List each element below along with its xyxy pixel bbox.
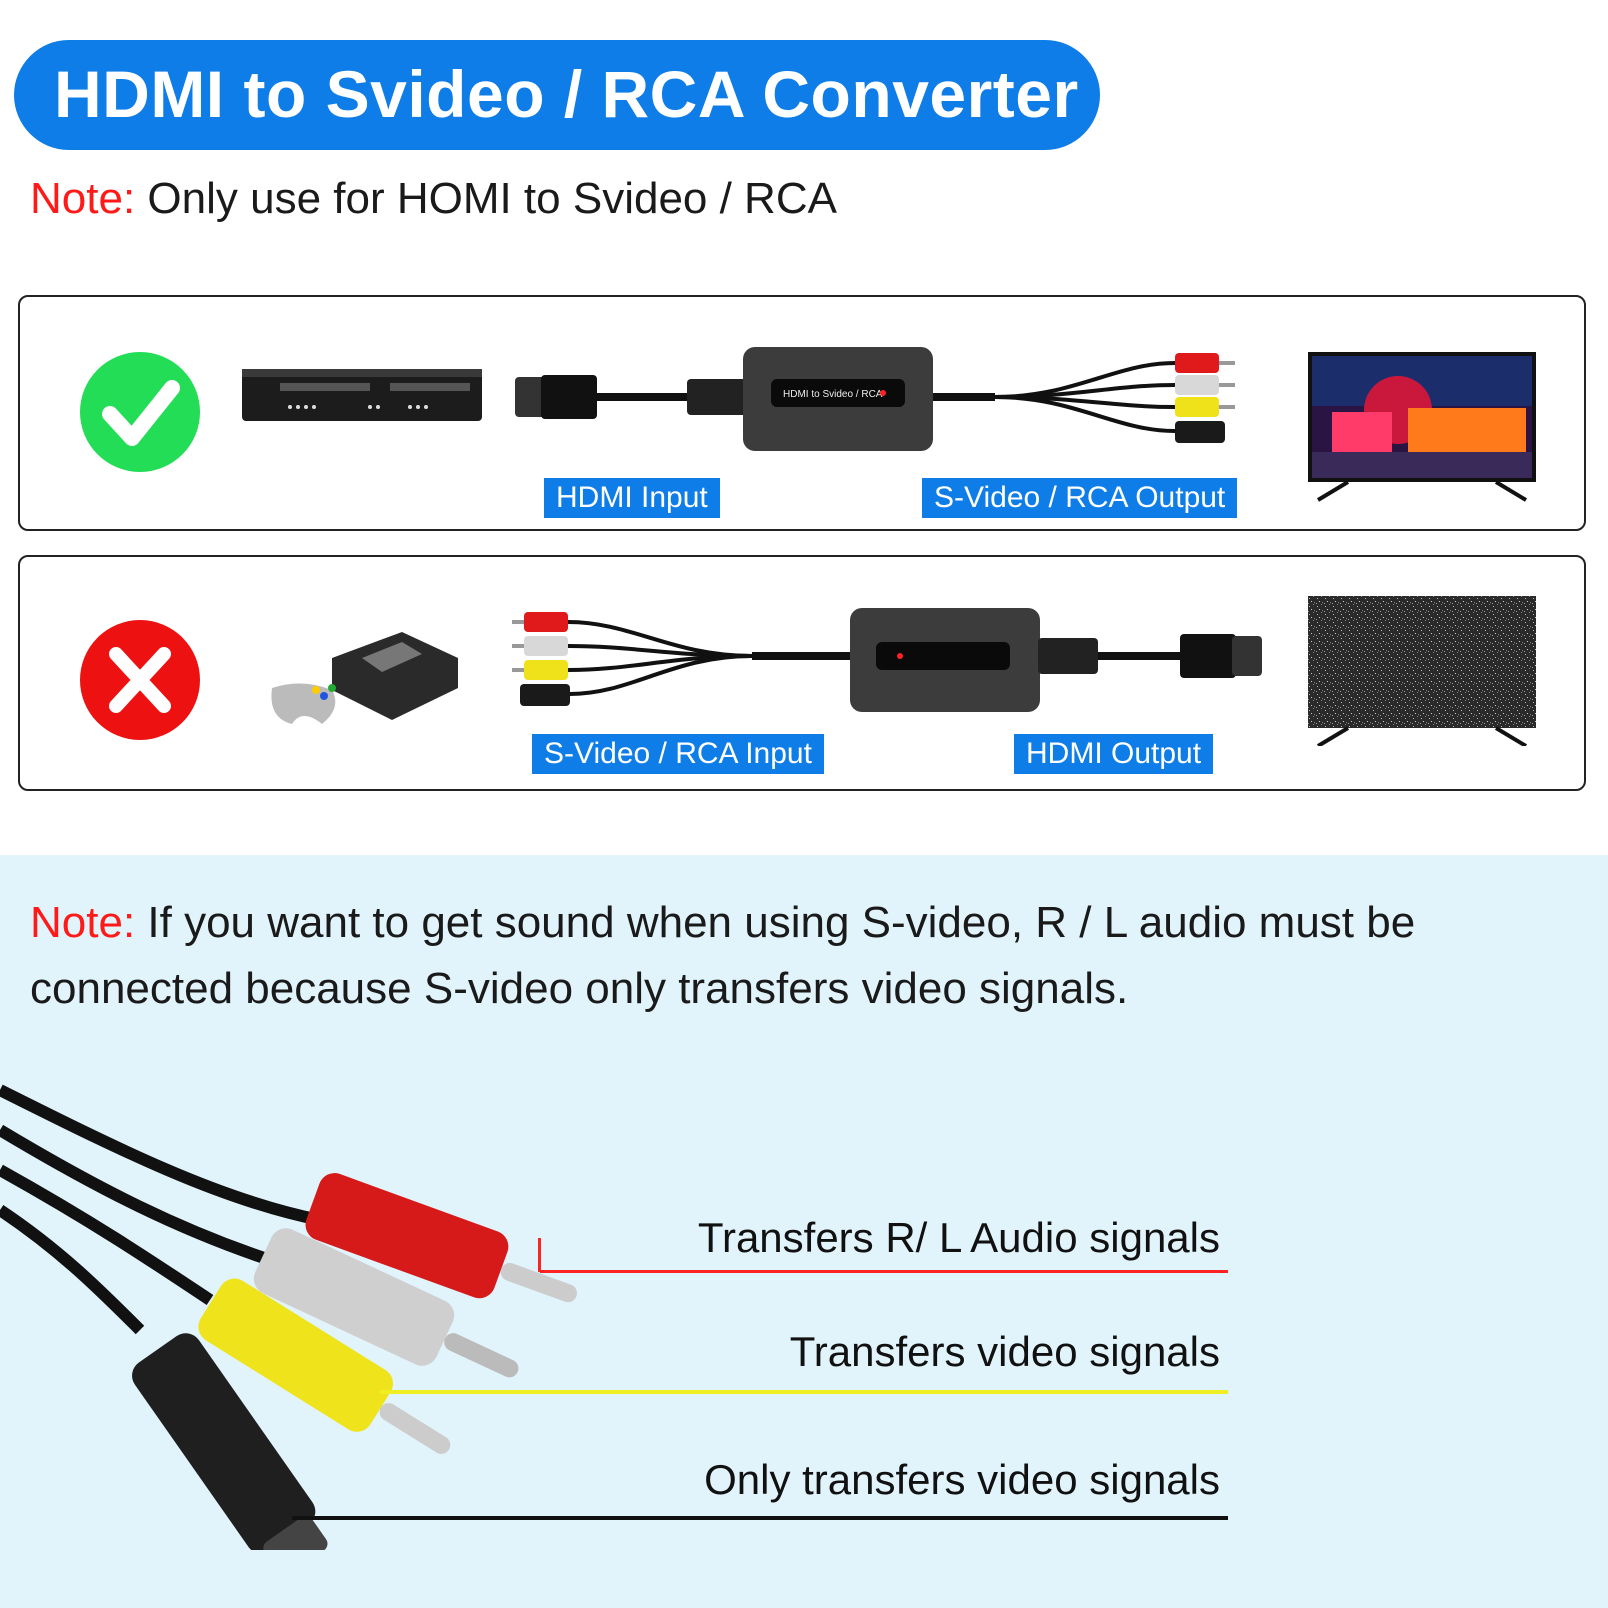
note-bottom-text: If you want to get sound when using S-vi… (30, 898, 1416, 1013)
note-top: Note: Only use for HOMI to Svideo / RCA (30, 174, 837, 224)
signal-label-audio: Transfers R/ L Audio signals (697, 1214, 1220, 1261)
svideo-rca-output-tag: S-Video / RCA Output (922, 478, 1238, 518)
rca-svideo-plugs-illustration (0, 1080, 620, 1550)
signal-line-video (380, 1390, 1228, 1394)
tv-with-static-icon (1308, 596, 1536, 746)
game-console-icon (262, 628, 462, 738)
note-bottom: Note: If you want to get sound when usin… (30, 890, 1570, 1022)
tv-with-picture-icon (1308, 352, 1536, 502)
note-top-label: Note: (30, 174, 136, 223)
svideo-rca-input-tag: S-Video / RCA Input (532, 734, 824, 774)
signal-label-video: Transfers video signals (789, 1328, 1220, 1375)
converter-cable-wrong (512, 606, 1272, 726)
note-top-text: Only use for HOMI to Svideo / RCA (135, 174, 837, 223)
note-bottom-label: Note: (30, 898, 136, 947)
check-icon (80, 352, 200, 472)
signal-bracket-audio (538, 1238, 541, 1272)
converter-label-correct: HDMI to Svideo / RCA (783, 389, 883, 400)
signal-line-svideo (292, 1516, 1228, 1520)
title-banner (14, 40, 1100, 150)
page-title: HDMI to Svideo / RCA Converter (54, 57, 1079, 131)
signal-line-audio (540, 1270, 1228, 1273)
signal-label-svideo: Only transfers video signals (704, 1456, 1220, 1503)
x-icon (80, 620, 200, 740)
vcr-dvd-player-icon (240, 365, 486, 427)
hdmi-input-tag: HDMI Input (544, 478, 720, 518)
hdmi-output-tag: HDMI Output (1014, 734, 1214, 774)
converter-cable-correct: HDMI to Svideo / RCA (515, 345, 1275, 465)
